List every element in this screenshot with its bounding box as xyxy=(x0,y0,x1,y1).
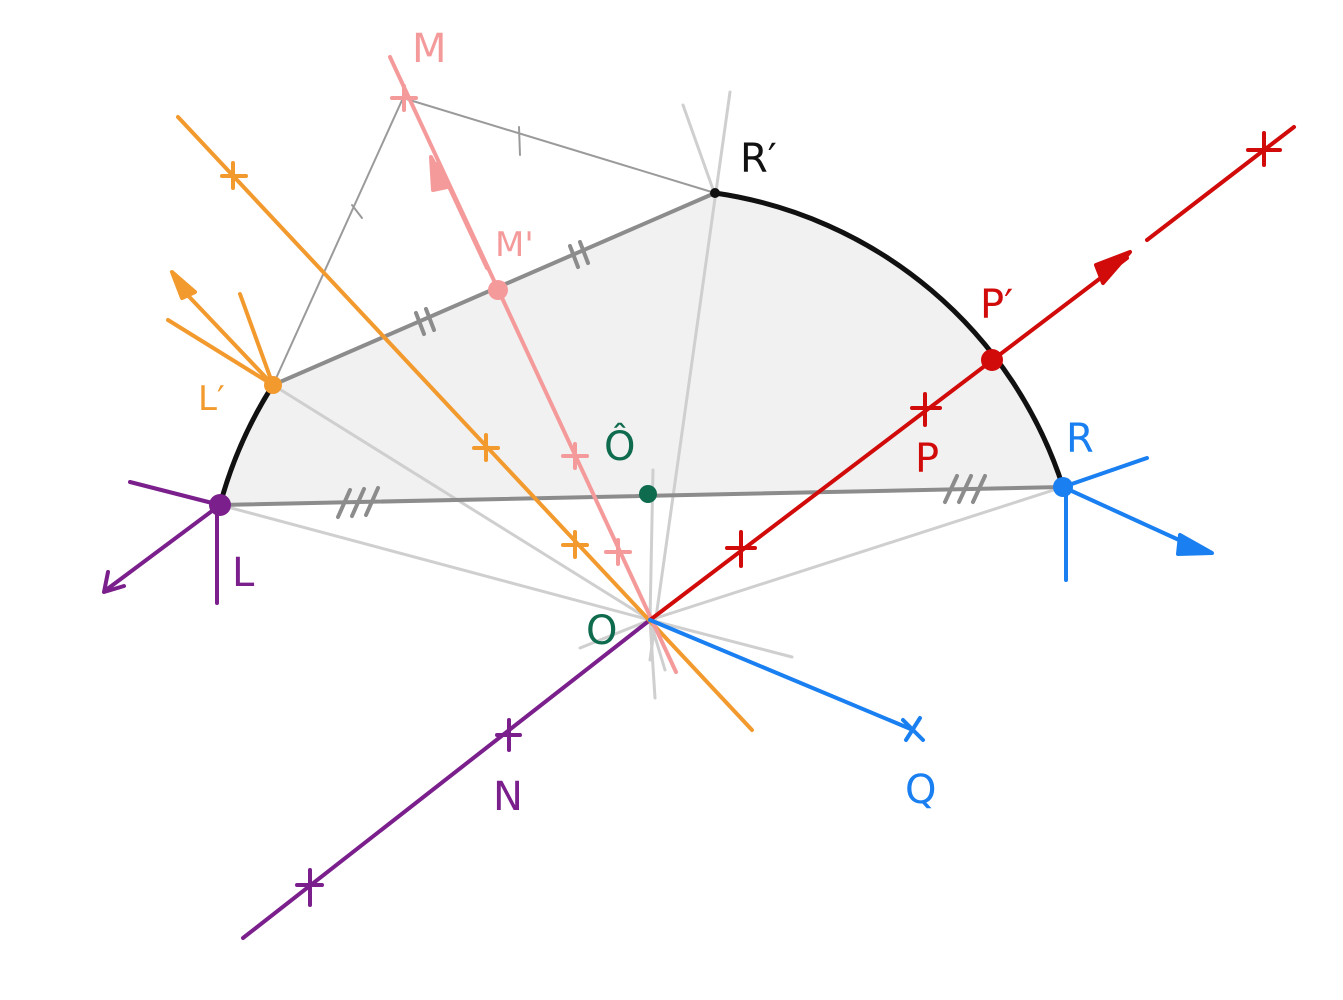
point-O-hat xyxy=(639,485,657,503)
red-line-O-Pprime xyxy=(648,256,1129,622)
point-R xyxy=(1053,477,1073,497)
shaded-region xyxy=(220,193,1063,505)
arc-R-Rprime xyxy=(712,190,1066,490)
point-Mprime xyxy=(488,280,508,300)
blue-line-O-Q xyxy=(648,618,915,732)
point-Lprime xyxy=(264,376,282,394)
label-R: R xyxy=(1066,416,1094,462)
label-Q: Q xyxy=(905,767,936,813)
label-M: M xyxy=(412,26,447,72)
triangle-lines xyxy=(272,97,716,386)
point-Pprime xyxy=(981,349,1003,371)
red-line-dashed xyxy=(1145,125,1296,242)
label-Mprime: M' xyxy=(495,225,534,265)
short-ray-5 xyxy=(648,618,667,672)
pink-construction xyxy=(388,55,678,674)
ray-Lprime-1 xyxy=(176,283,275,387)
blue-ray-R-arrow xyxy=(1061,485,1192,547)
short-ray-4 xyxy=(648,618,657,700)
pink-ray-arrow xyxy=(436,161,489,270)
point-labels: M M' R′ P′ P R L′ L Ô O N Q xyxy=(198,26,1094,820)
label-Pprime: P′ xyxy=(980,282,1013,328)
short-ray-1 xyxy=(578,618,652,650)
points xyxy=(209,188,1073,516)
line-O-N xyxy=(241,618,652,940)
R-tick-right xyxy=(1061,456,1149,489)
segment-M-Rprime xyxy=(402,97,716,194)
red-construction xyxy=(648,125,1296,622)
arc-Lprime-L xyxy=(217,382,276,508)
ray-O-R xyxy=(648,485,1065,622)
point-L xyxy=(209,494,231,516)
label-Rprime: R′ xyxy=(740,136,777,182)
circle-arcs xyxy=(217,190,1066,508)
label-P: P xyxy=(915,436,939,482)
label-L: L xyxy=(232,550,255,596)
blue-construction xyxy=(648,456,1214,742)
ray-O-Lprime xyxy=(271,383,652,622)
ray-L-arrow xyxy=(104,503,222,592)
segment-Lprime-M xyxy=(272,97,404,386)
ray-Lprime-3 xyxy=(238,292,275,387)
short-ray-2 xyxy=(648,618,794,659)
label-O-hat: Ô xyxy=(604,422,635,470)
construction-lines xyxy=(218,90,1065,700)
line-through-O-steep xyxy=(681,103,717,197)
purple-construction xyxy=(102,480,652,940)
label-N: N xyxy=(493,774,523,820)
pink-line-O-M xyxy=(388,55,678,674)
ray-O-L xyxy=(218,503,652,622)
line-through-O-Rprime xyxy=(648,90,732,662)
point-Rprime xyxy=(710,188,720,198)
ray-Lprime-2 xyxy=(166,318,275,387)
tick-Lprime-M xyxy=(351,204,363,219)
label-Lprime: L′ xyxy=(198,379,225,419)
L-tick-left xyxy=(128,480,222,507)
label-O: O xyxy=(586,608,617,654)
tick-M-Rprime xyxy=(518,126,521,156)
